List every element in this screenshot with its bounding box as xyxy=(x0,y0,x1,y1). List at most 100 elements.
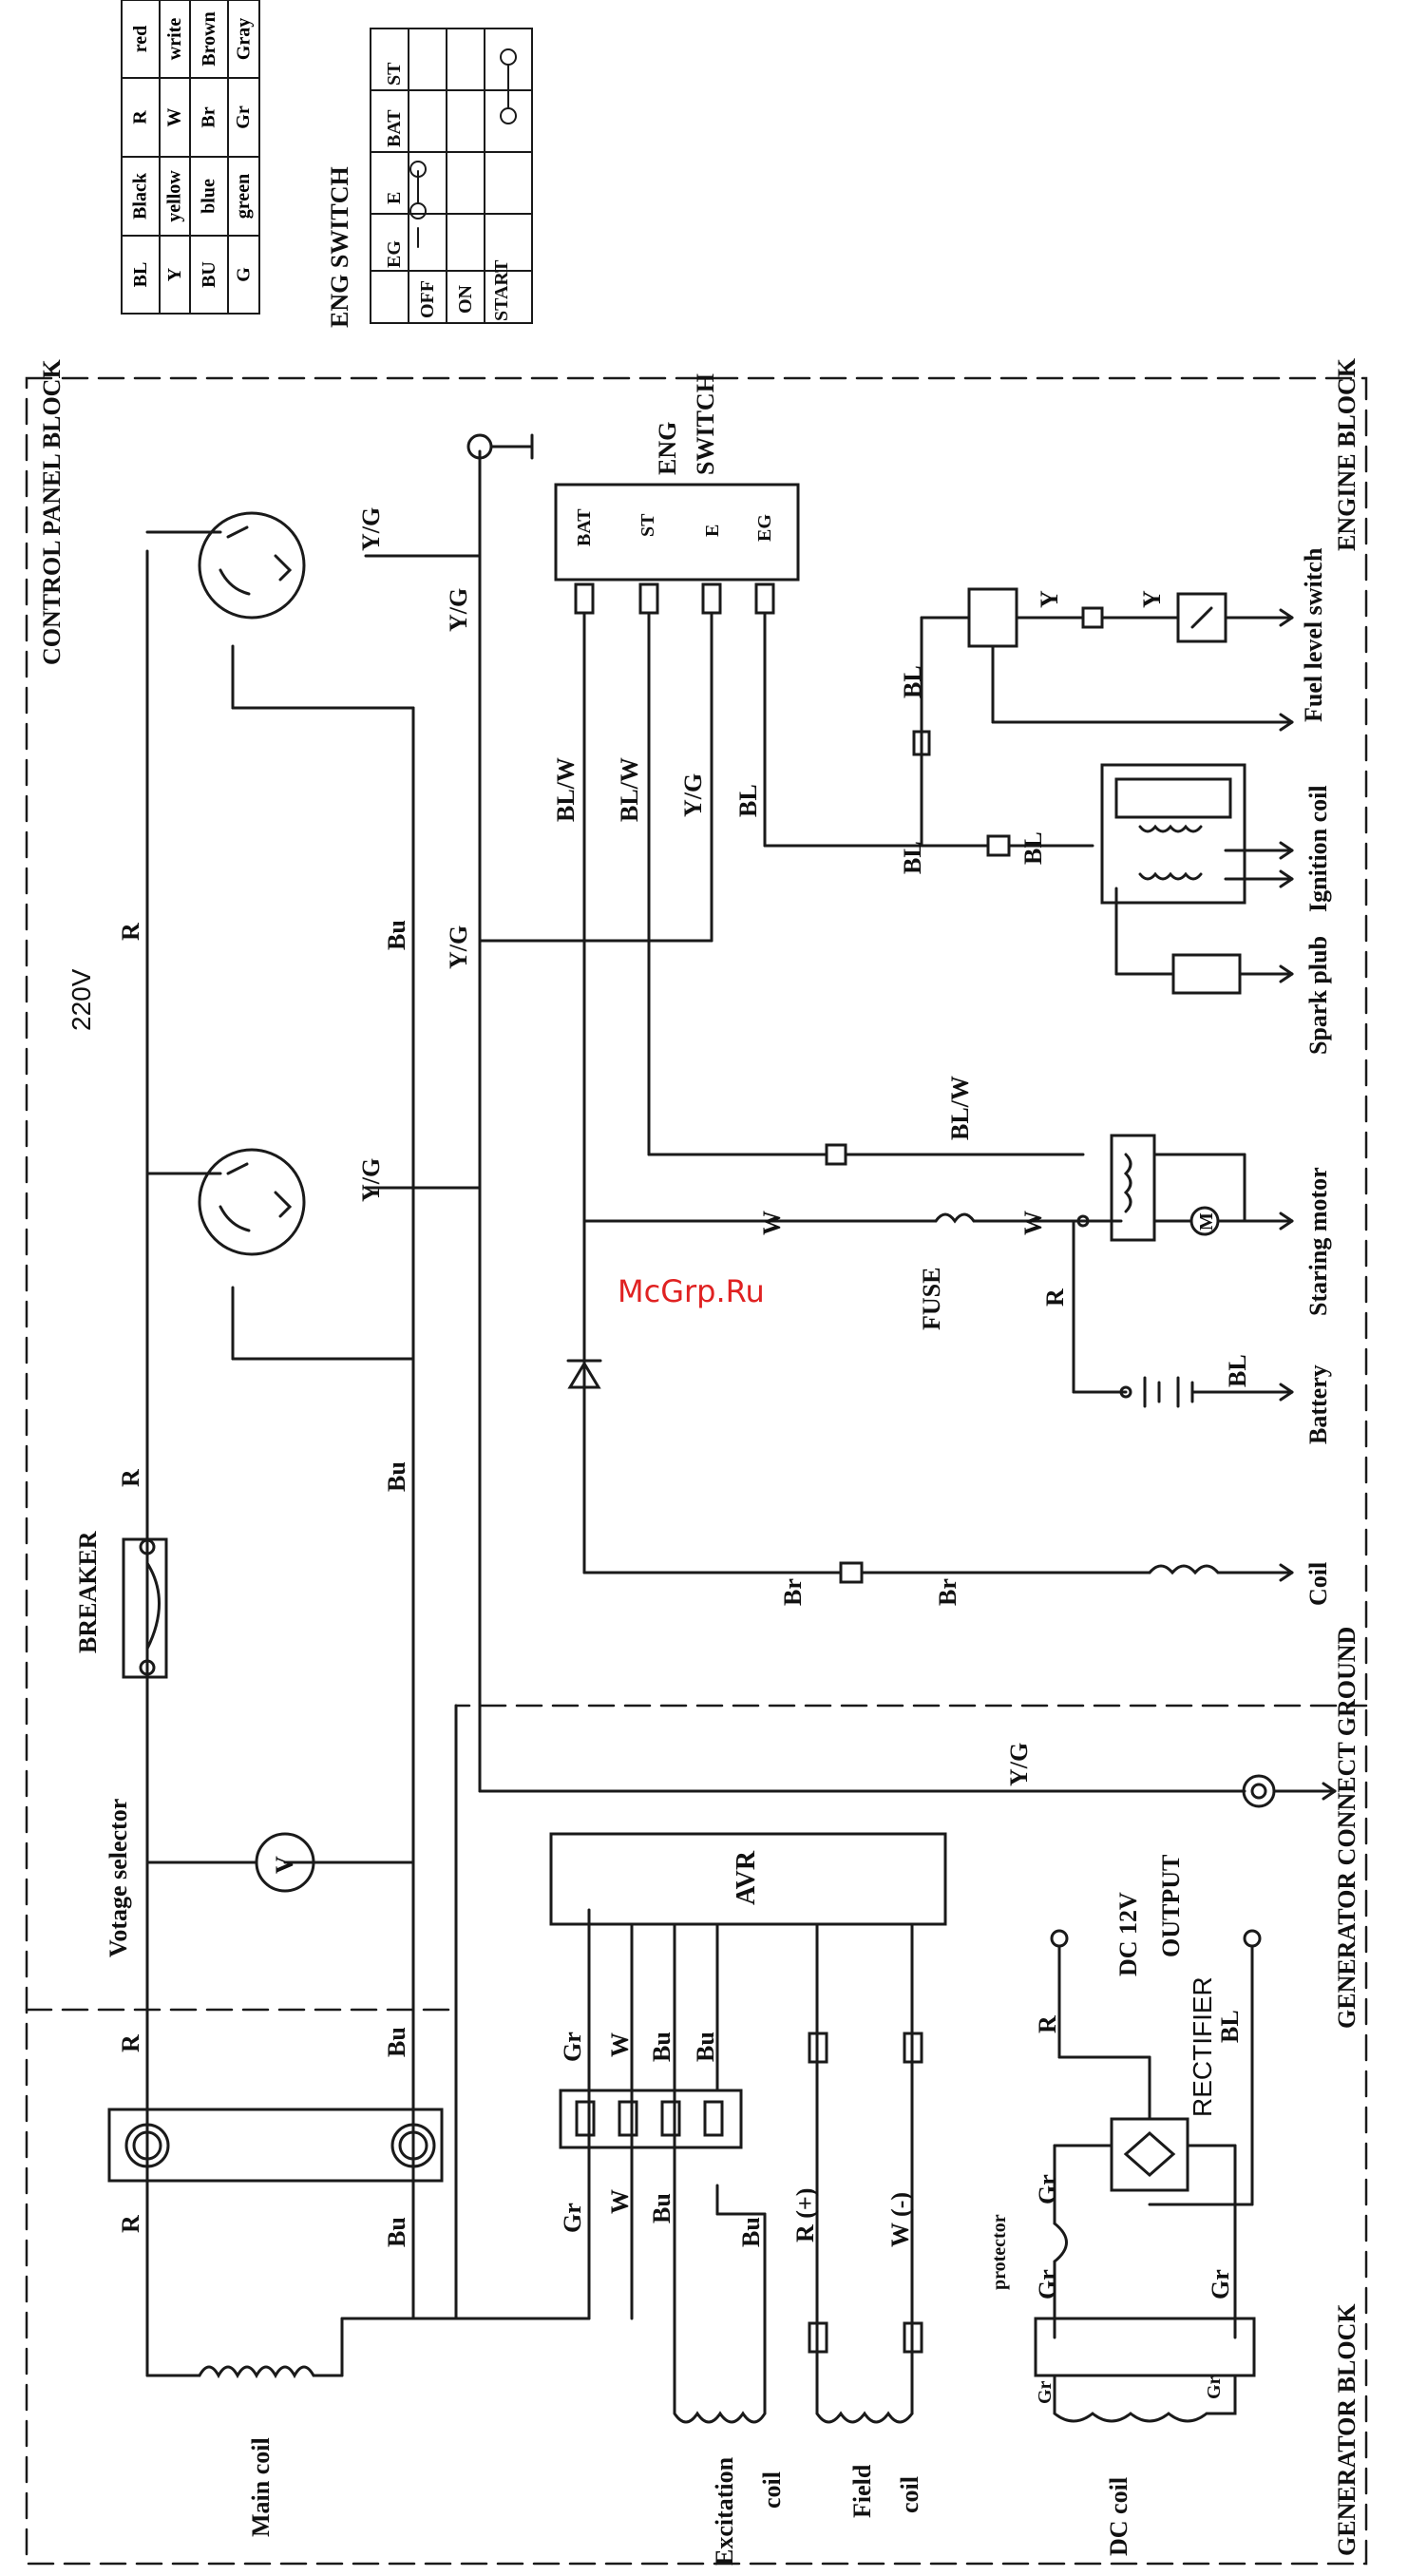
excitation-coil-label-2: coil xyxy=(758,2471,786,2509)
eng-switch-terminal-e: E xyxy=(702,524,723,537)
wire-label-gr: Gr xyxy=(1034,2269,1061,2299)
wire-label-bu: Bu xyxy=(648,2032,675,2062)
watermark: McGrp.Ru xyxy=(618,1273,765,1309)
eng-switch-col-bat: BAT xyxy=(384,109,405,147)
eng-switch-row-start: START xyxy=(491,259,512,321)
wire-label-gr: Gr xyxy=(1207,2269,1234,2299)
color-legend-grid xyxy=(121,0,260,315)
dc-output-wiring xyxy=(1050,1929,1262,2206)
wire-label-r: R xyxy=(1041,1288,1069,1307)
wire-label-yg: Y/G xyxy=(679,773,707,817)
eng-switch-terminal-bat: BAT xyxy=(574,508,595,546)
field-coil-label-1: Field xyxy=(848,2464,876,2518)
voltage-label: 220V xyxy=(67,968,96,1031)
dc-coil-wiring xyxy=(1034,2144,1256,2423)
wire-label-r-plus: R (+) xyxy=(791,2187,819,2242)
engine-coil-label: Coil xyxy=(1304,1561,1332,1606)
ignition-coil-label: Ignition coil xyxy=(1304,785,1332,912)
voltage-selector-label: Votage selector xyxy=(105,1798,132,1957)
eng-switch-col-st: ST xyxy=(384,62,405,86)
excitation-coil-label-1: Excitation xyxy=(711,2456,738,2566)
wire-label-r: R xyxy=(117,1469,144,1487)
avr-wiring xyxy=(559,1922,914,2415)
wire-label-r: R xyxy=(117,2215,144,2233)
wire-label-yg: Y/G xyxy=(1005,1742,1033,1786)
wire-label-r: R xyxy=(117,923,144,941)
wire-label-yg: Y/G xyxy=(445,587,472,632)
fuse-label: FUSE xyxy=(918,1267,945,1330)
wire-label-bu: Bu xyxy=(383,920,410,950)
wire-label-w: W xyxy=(606,2189,634,2214)
breaker-label: BREAKER xyxy=(74,1531,102,1653)
block-outlines xyxy=(25,376,1368,2566)
outlet-upper xyxy=(198,511,306,620)
spark-plug-label: Spark plub xyxy=(1304,935,1332,1055)
wire-label-bu: Bu xyxy=(737,2217,765,2247)
wire-label-w-minus: W (-) xyxy=(886,2191,914,2247)
starting-motor-symbol xyxy=(1110,1134,1294,1242)
wire-label-y: Y xyxy=(1036,590,1063,608)
wire-label-gr: Gr xyxy=(1035,2380,1056,2404)
voltmeter-symbol-label: V xyxy=(271,1856,298,1874)
wire-label-br: Br xyxy=(934,1578,961,1606)
rectifier-label: RECTIFIER xyxy=(1188,1976,1217,2117)
wire-label-w: W xyxy=(606,2032,634,2057)
wire-label-blw: BL/W xyxy=(616,757,643,822)
voltmeter-circuit xyxy=(145,1832,315,1893)
avr-box xyxy=(549,1832,947,1926)
legend-code: G xyxy=(233,267,254,282)
main-coil-wiring xyxy=(145,1908,591,2379)
generator-ground-title: GENERATOR CONNECT GROUND xyxy=(1333,1626,1360,2029)
wire-label-bu: Bu xyxy=(383,2027,410,2057)
eng-switch-col-eg: EG xyxy=(384,240,405,268)
wire-label-yg: Y/G xyxy=(445,925,472,969)
ignition-coil-symbol xyxy=(1100,763,1294,976)
diode-symbol xyxy=(566,1359,602,1389)
eng-switch-box xyxy=(554,483,800,615)
wire-label-bl: BL xyxy=(1216,2010,1244,2043)
wire-label-gr: Gr xyxy=(559,2203,586,2233)
dc-output-label-1: DC 12V xyxy=(1114,1892,1142,1976)
breaker-symbol xyxy=(122,1537,168,1679)
wire-label-blw: BL/W xyxy=(946,1076,974,1140)
wire-label-w: W xyxy=(1019,1211,1047,1235)
color-legend: BL Black R red Y yellow W write BU blue … xyxy=(122,0,259,314)
wire-label-br: Br xyxy=(779,1578,807,1606)
generator-block-title: GENERATOR BLOCK xyxy=(1333,2303,1360,2556)
wire-label-y: Y xyxy=(1138,590,1166,608)
dc-output-label-2: OUTPUT xyxy=(1157,1854,1185,1957)
field-coil-label-2: coil xyxy=(896,2476,923,2513)
eng-switch-table-title: ENG SWITCH xyxy=(326,166,353,328)
wire-label-bu: Bu xyxy=(383,2217,410,2247)
ground-terminal-top xyxy=(466,433,534,460)
wire-label-bl: BL xyxy=(1224,1354,1251,1387)
fuel-level-switch-label: Fuel level switch xyxy=(1300,547,1327,722)
main-ac-wiring xyxy=(145,449,1246,2377)
wire-label-bl: BL xyxy=(899,841,926,874)
wire-label-bl: BL xyxy=(899,665,926,698)
field-coil-symbol xyxy=(808,2032,923,2424)
eng-switch-table-grid xyxy=(370,28,533,324)
main-coil-label: Main coil xyxy=(247,2437,275,2537)
eng-switch-label-1: ENG xyxy=(654,421,681,475)
spark-plug-symbol xyxy=(1114,953,1294,995)
wire-label-blw: BL/W xyxy=(552,757,580,822)
battery-label: Battery xyxy=(1304,1364,1332,1444)
eng-switch-terminal-eg: EG xyxy=(754,514,775,542)
protector-label: protector xyxy=(989,2214,1010,2290)
terminal-block xyxy=(107,2108,444,2183)
dc-coil-label: DC coil xyxy=(1105,2476,1132,2556)
eng-switch-row-on: ON xyxy=(455,285,476,314)
wire-label-bu: Bu xyxy=(383,1461,410,1492)
wire-label-gr: Gr xyxy=(559,2032,586,2062)
starting-motor-label: Staring motor xyxy=(1304,1167,1332,1316)
legend-code: Gr xyxy=(233,105,254,129)
wire-label-gr: Gr xyxy=(1034,2174,1061,2204)
outlet-lower xyxy=(198,1148,306,1256)
motor-symbol-label: M xyxy=(1196,1212,1217,1231)
excitation-coil-symbol xyxy=(673,2317,767,2424)
eng-switch-row-off: OFF xyxy=(417,280,438,318)
eng-switch-terminal-st: ST xyxy=(637,513,658,537)
legend-name: green xyxy=(233,173,254,219)
